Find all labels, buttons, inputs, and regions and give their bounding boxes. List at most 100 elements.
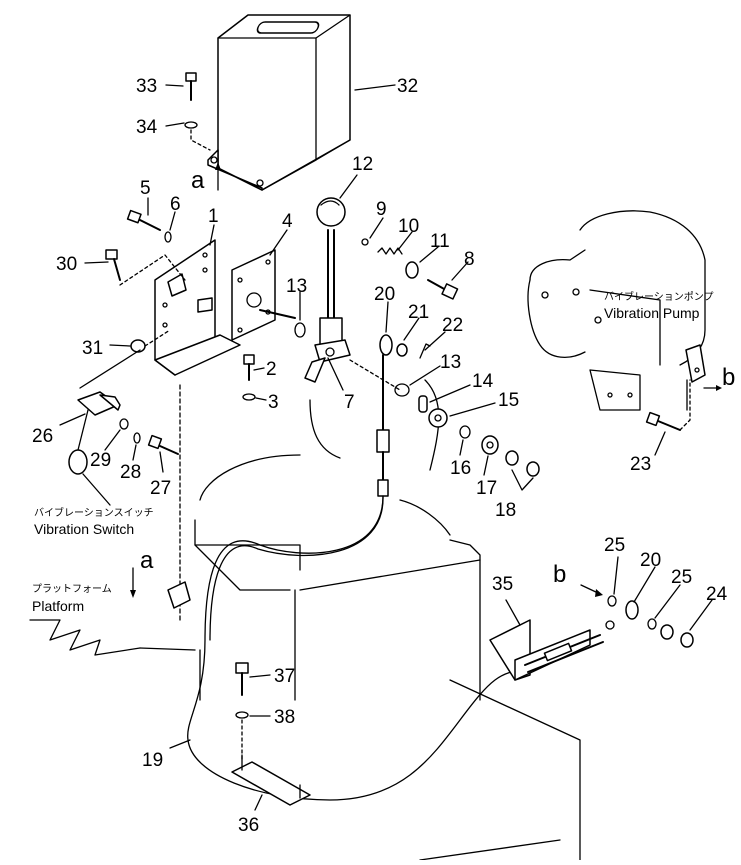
nut-24b [680,632,694,648]
washer-25-left [607,595,617,607]
washer-38 [235,711,249,761]
ball-9 [361,238,369,246]
callout-35: 35 [492,574,513,595]
callout-25-right: 25 [671,567,692,588]
callout-30: 30 [56,254,77,275]
nut-21 [396,343,408,357]
callout-20-lower: 20 [640,550,661,571]
cover-box [207,14,351,191]
callout-1: 1 [208,206,219,227]
view-marker-a-top: a [191,167,205,194]
callout-5: 5 [140,178,151,199]
nut-11 [405,261,419,279]
nut-24a [660,624,674,640]
callout-13-lower: 13 [440,352,461,373]
callout-21: 21 [408,302,429,323]
callout-9: 9 [376,199,387,220]
nut-31 [130,329,171,353]
bracket-35 [489,600,639,681]
callout-11: 11 [430,231,450,252]
view-arrows [130,162,722,598]
label-vibration-switch-en: Vibration Switch [34,521,134,537]
bolt-23 [645,379,691,431]
spring-10 [377,247,403,255]
callout-4: 4 [282,211,293,232]
vibration-switch [68,391,121,475]
label-platform-en: Platform [32,598,84,614]
callout-8: 8 [464,249,475,270]
view-markers: a a b b [140,167,735,588]
washer-6 [164,231,172,243]
view-marker-b-right: b [722,364,735,391]
callout-34: 34 [136,117,158,138]
bolt-33 [185,72,197,101]
lever-plate [231,249,296,341]
control-cable [187,409,531,801]
bolt-5 [126,209,161,231]
callout-7: 7 [344,392,355,413]
bolt-8 [427,279,459,300]
view-marker-b-lower: b [553,561,566,588]
callout-numbers: 33 34 32 12 5 6 1 4 30 9 10 11 8 13 20 2… [32,76,728,836]
callout-17: 17 [476,478,497,499]
label-vibration-pump-jp: バイブレーションポンプ [604,290,714,303]
washer-16 [459,425,471,439]
callout-6: 6 [170,194,181,215]
label-platform-jp: プラットフォーム [32,583,112,595]
washer-28 [133,432,141,444]
washer-29 [119,418,129,430]
callout-13-upper: 13 [286,276,307,297]
nut-18b [526,461,540,477]
mounting-bracket [154,239,241,376]
callout-10: 10 [398,216,419,237]
callout-23: 23 [630,454,651,475]
platform-edge [29,384,196,656]
washer-25-right [647,618,657,630]
callout-37: 37 [274,666,295,687]
callout-26: 26 [32,426,53,447]
callout-16: 16 [450,458,471,479]
callout-2: 2 [266,359,277,380]
callout-3: 3 [268,392,279,413]
callout-19: 19 [142,750,163,771]
bolt-30 [105,249,121,281]
callout-14: 14 [472,371,494,392]
washer-34 [184,121,198,129]
collar-14 [418,395,428,413]
nut-18a [505,450,519,466]
callout-32: 32 [397,76,418,97]
washer-13-upper [294,322,306,338]
label-vibration-switch-jp: バイブレーションスイッチ [34,506,154,519]
view-marker-a-left: a [140,547,154,574]
callout-15: 15 [498,390,519,411]
washer-13-lower [394,383,410,397]
callout-29: 29 [90,450,111,471]
bolt-27 [147,434,179,455]
callout-24: 24 [706,584,728,605]
leader-lines [59,84,713,811]
control-lever [304,229,351,383]
pin-22 [419,343,431,359]
vibration-pump [527,210,706,411]
bolt-2 [243,354,255,381]
bushing-15 [428,408,448,428]
callout-27: 27 [150,478,171,499]
callout-28: 28 [120,462,141,483]
callout-36: 36 [238,815,259,836]
bushing-17 [481,435,499,455]
callout-25-left: 25 [604,535,625,556]
bolt-37 [235,662,249,696]
rod-end-20 [379,334,393,411]
lever-knob [316,197,346,227]
callout-20-upper: 20 [374,284,395,305]
washer-3 [242,393,256,401]
component-labels: バイブレーションポンプ Vibration Pump バイブレーションスイッチ … [32,290,714,614]
callout-18: 18 [495,500,516,521]
label-vibration-pump-en: Vibration Pump [604,305,700,321]
callout-12: 12 [352,154,373,175]
callout-33: 33 [136,76,157,97]
bracket-36 [231,754,311,806]
callout-38: 38 [274,707,295,728]
